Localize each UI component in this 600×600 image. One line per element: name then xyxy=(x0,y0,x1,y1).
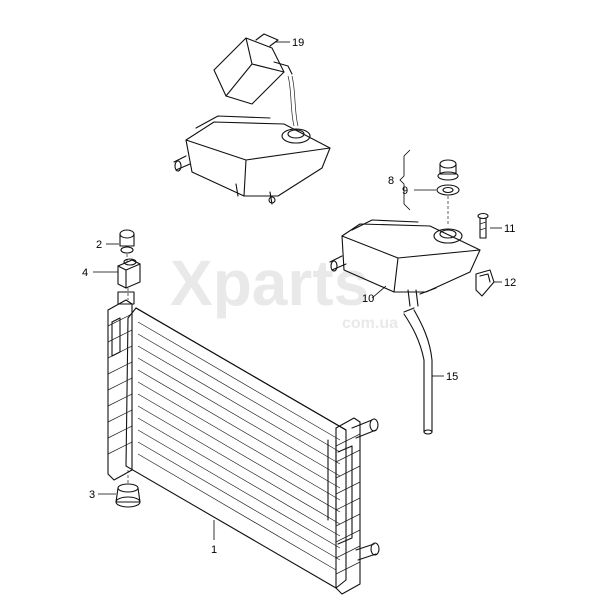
part-12-clip xyxy=(475,269,502,297)
part-11-screw xyxy=(477,212,502,239)
radiator xyxy=(107,291,380,595)
part-2-bolt xyxy=(106,229,135,262)
callout-15: 15 xyxy=(446,371,458,383)
brace-8 xyxy=(399,149,411,211)
part-3-foot xyxy=(98,470,141,508)
callout-10: 10 xyxy=(362,293,374,305)
part-8-cap xyxy=(437,159,459,181)
callout-3: 3 xyxy=(89,489,95,501)
callout-12: 12 xyxy=(504,277,516,289)
callout-2: 2 xyxy=(96,239,102,251)
callout-1: 1 xyxy=(211,544,217,556)
callout-11: 11 xyxy=(504,223,515,235)
callout-4: 4 xyxy=(82,267,88,279)
part-15-hose xyxy=(403,307,444,435)
part-4-mount xyxy=(93,258,141,300)
watermark-domain: com.ua xyxy=(342,315,398,332)
callout-19: 19 xyxy=(292,37,304,49)
part-10-reservoir xyxy=(329,219,481,307)
callout-9: 9 xyxy=(402,185,408,197)
top-reservoir xyxy=(173,115,331,205)
part-19-coolant-can xyxy=(213,33,299,127)
part-9-seal xyxy=(436,184,460,226)
callout-8: 8 xyxy=(388,175,394,187)
